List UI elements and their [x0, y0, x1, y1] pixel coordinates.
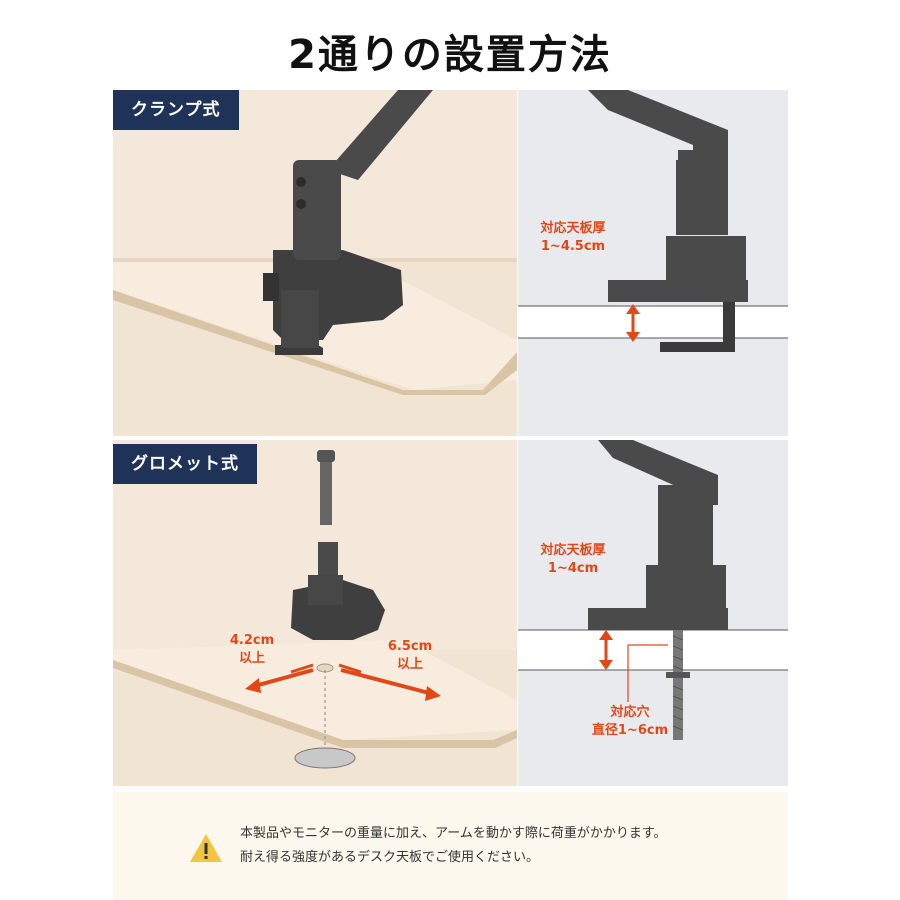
- grommet-thickness-title: 対応天板厚: [540, 543, 606, 558]
- caution-text: 本製品やモニターの重量に加え、アームを動かす際に荷重がかかります。 耐え得る強度…: [240, 822, 667, 870]
- grommet-left-distance-suffix: 以上: [238, 651, 265, 666]
- grommet-right-distance-suffix: 以上: [396, 657, 423, 672]
- grommet-left-distance-value: 4.2cm: [229, 633, 275, 648]
- clamp-thickness-title: 対応天板厚: [540, 221, 606, 236]
- clamp-tag: クランプ式: [113, 90, 239, 130]
- grommet-right-distance-value: 6.5cm: [387, 639, 433, 654]
- grommet-hole-title: 対応穴: [610, 705, 650, 720]
- caution-notice: 本製品やモニターの重量に加え、アームを動かす際に荷重がかかります。 耐え得る強度…: [113, 792, 788, 900]
- grommet-thickness-range: 1~4cm: [547, 561, 599, 576]
- clamp-thickness-range: 1~4.5cm: [540, 239, 606, 254]
- warning-icon: [190, 834, 222, 862]
- grommet-right-distance: 6.5cm 以上: [380, 638, 440, 674]
- grommet-thickness-label: 対応天板厚 1~4cm: [528, 542, 618, 578]
- caution-line-1: 本製品やモニターの重量に加え、アームを動かす際に荷重がかかります。: [240, 826, 667, 841]
- caution-line-2: 耐え得る強度があるデスク天板でご使用ください。: [240, 850, 540, 865]
- grommet-tag: グロメット式: [113, 444, 257, 484]
- grommet-hole-range: 直径1~6cm: [591, 723, 669, 738]
- grommet-hole-label: 対応穴 直径1~6cm: [585, 704, 675, 740]
- grommet-left-distance: 4.2cm 以上: [222, 632, 282, 668]
- clamp-cross-section: [518, 90, 788, 436]
- grommet-illustration: [113, 440, 517, 786]
- clamp-illustration: [113, 90, 517, 436]
- clamp-thickness-label: 対応天板厚 1~4.5cm: [528, 220, 618, 256]
- grommet-cross-section: [518, 440, 788, 786]
- page-title: 2通りの設置方法: [288, 32, 612, 78]
